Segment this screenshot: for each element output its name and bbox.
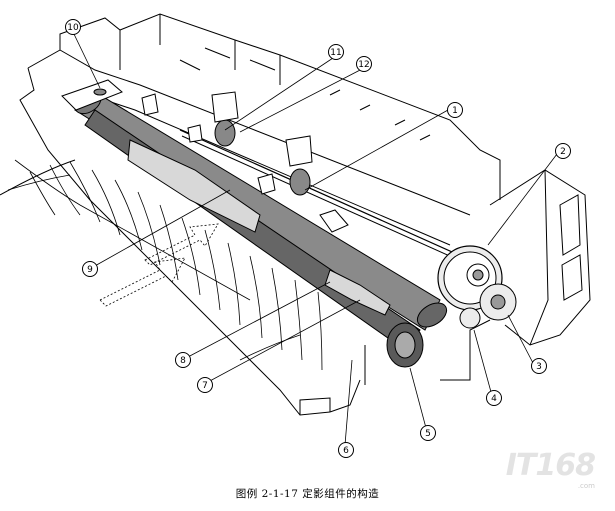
- svg-text:8: 8: [180, 356, 186, 366]
- svg-text:6: 6: [343, 446, 349, 456]
- callout-10: 10: [65, 19, 81, 35]
- svg-text:4: 4: [491, 394, 497, 404]
- it168-watermark-logo: IT168: [505, 448, 596, 483]
- it168-watermark-domain: .com: [577, 482, 595, 490]
- upper-roller: [74, 91, 448, 331]
- callout-4: 4: [486, 390, 502, 406]
- svg-text:1: 1: [452, 106, 458, 116]
- svg-text:12: 12: [358, 60, 369, 70]
- callout-8: 8: [175, 352, 191, 368]
- entrance-guide-ribs: [7, 159, 323, 371]
- gear-train: [437, 245, 517, 329]
- paper-feed-arrows: [99, 223, 219, 307]
- callout-5: 5: [420, 425, 436, 441]
- svg-text:10: 10: [67, 23, 79, 33]
- svg-text:11: 11: [330, 48, 341, 58]
- callout-9: 9: [82, 261, 98, 277]
- leader-lines: [72, 31, 558, 446]
- thermostat-bracket: [61, 79, 123, 111]
- callout-7: 7: [197, 377, 213, 393]
- callout-2: 2: [555, 143, 571, 159]
- callout-11: 11: [328, 44, 344, 60]
- callout-12: 12: [356, 56, 372, 72]
- svg-text:7: 7: [202, 381, 208, 391]
- callout-1: 1: [447, 102, 463, 118]
- roller-cutouts: [127, 139, 391, 316]
- callout-3: 3: [531, 358, 547, 374]
- svg-text:9: 9: [87, 265, 93, 275]
- svg-text:5: 5: [425, 429, 431, 439]
- bearing-clips: [141, 91, 349, 233]
- callout-6: 6: [338, 442, 354, 458]
- figure-caption: 图例 2-1-17 定影组件的构造: [235, 488, 380, 500]
- upper-shaft: [179, 119, 473, 267]
- left-wire: [0, 159, 76, 196]
- svg-text:3: 3: [536, 362, 542, 372]
- svg-text:2: 2: [560, 147, 566, 157]
